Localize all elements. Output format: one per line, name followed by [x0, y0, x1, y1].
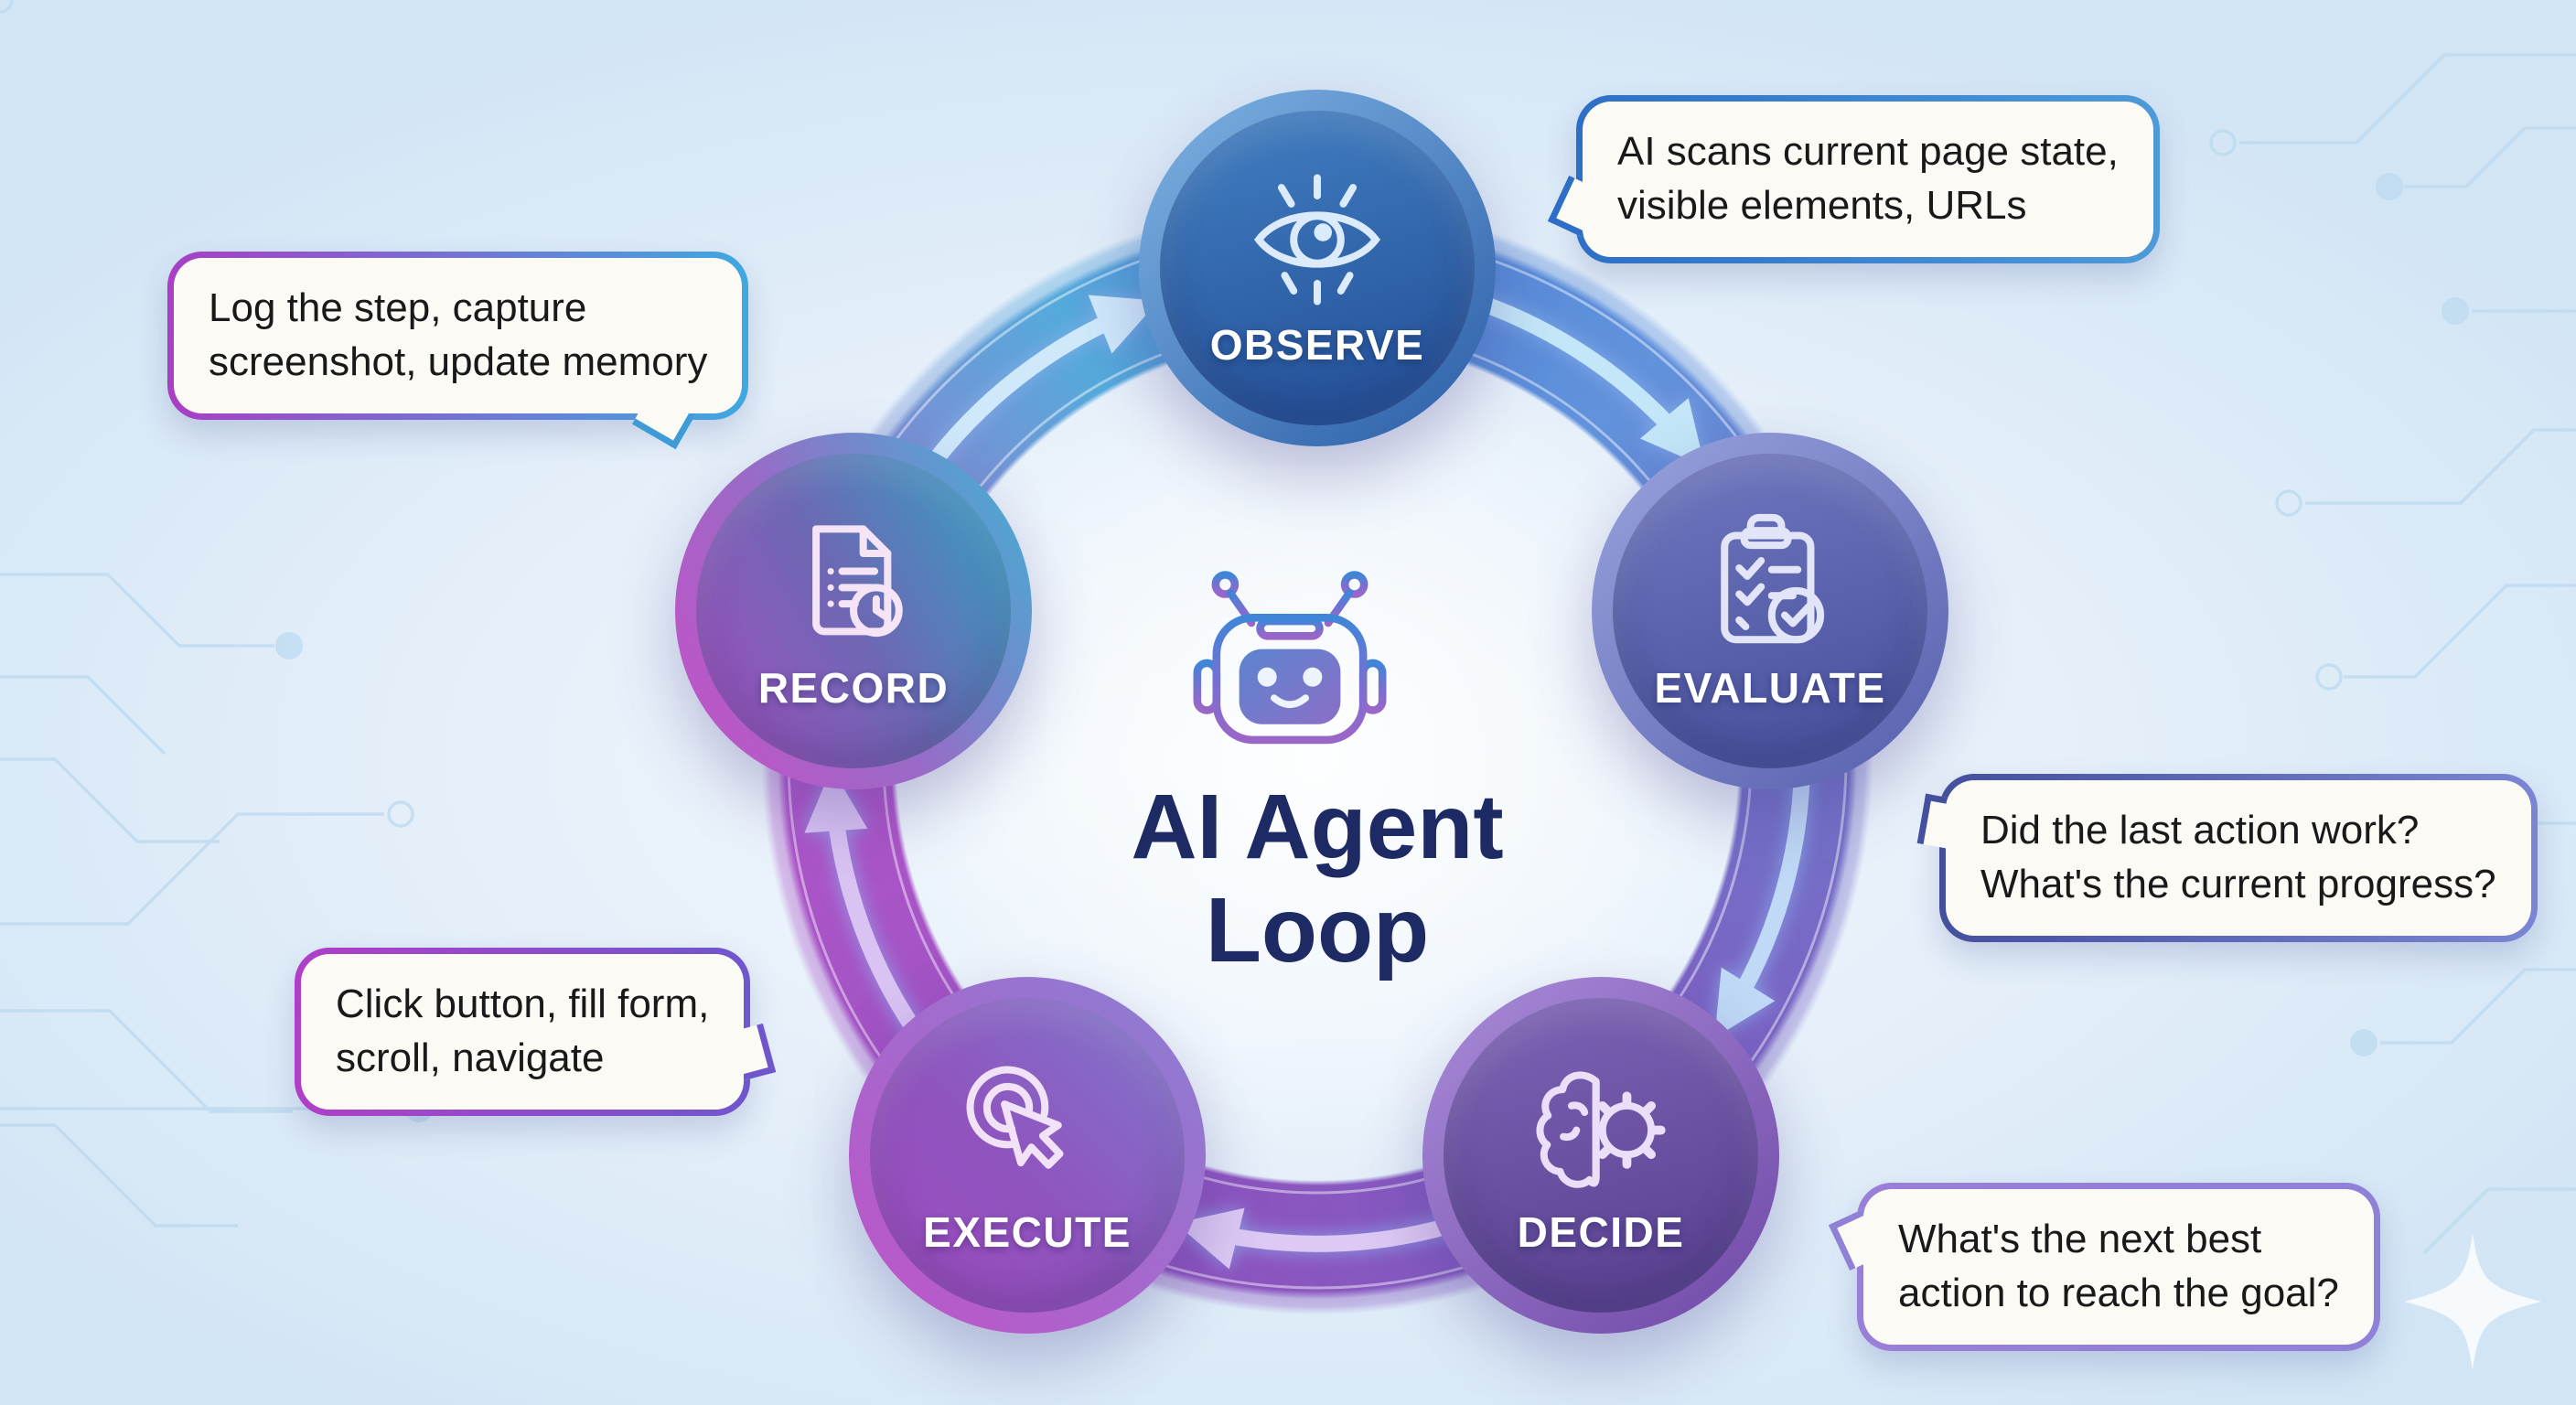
node-label-observe: OBSERVE — [1209, 321, 1425, 369]
callout-execute: Click button, fill form, scroll, navigat… — [295, 948, 777, 1116]
callout-execute-line2: scroll, navigate — [336, 1035, 605, 1080]
callout-observe: AI scans current page state, visible ele… — [1547, 95, 2160, 263]
node-record: RECORD — [675, 433, 1032, 789]
callout-evaluate: Did the last action work? What's the cur… — [1916, 774, 2538, 942]
document-clock-icon — [812, 525, 903, 638]
diagram-title: AI Agent Loop — [951, 776, 1683, 982]
callout-record-line2: screenshot, update memory — [209, 338, 708, 384]
clipboard-check-icon — [1721, 513, 1825, 644]
callout-execute-line1: Click button, fill form, — [336, 981, 710, 1026]
node-label-record: RECORD — [757, 664, 950, 712]
callout-decide: What's the next best action to reach the… — [1828, 1183, 2380, 1351]
node-evaluate: EVALUATE — [1592, 433, 1948, 789]
diagram-title-line1: AI Agent — [1131, 776, 1504, 878]
brain-gear-icon — [1536, 1071, 1666, 1188]
callout-decide-line1: What's the next best — [1898, 1217, 2262, 1261]
node-decide: DECIDE — [1422, 977, 1779, 1334]
callout-record: Log the step, capture screenshot, update… — [167, 252, 749, 449]
callout-observe-line1: AI scans current page state, — [1617, 129, 2119, 174]
callout-evaluate-line2: What's the current progress? — [1980, 861, 2496, 906]
node-label-execute: EXECUTE — [923, 1208, 1132, 1256]
eye-icon — [1253, 174, 1381, 306]
callout-record-line1: Log the step, capture — [209, 285, 587, 330]
sparkle-icon — [2404, 1233, 2541, 1370]
robot-icon — [1193, 571, 1387, 745]
node-execute: EXECUTE — [849, 977, 1206, 1334]
callout-observe-line2: visible elements, URLs — [1617, 182, 2027, 228]
callout-evaluate-line1: Did the last action work? — [1980, 808, 2420, 853]
node-label-evaluate: EVALUATE — [1654, 664, 1886, 712]
callout-decide-line2: action to reach the goal? — [1898, 1270, 2339, 1315]
cursor-click-icon — [966, 1066, 1064, 1169]
diagram-title-line2: Loop — [1205, 879, 1430, 981]
node-observe: OBSERVE — [1139, 90, 1496, 446]
node-label-decide: DECIDE — [1517, 1208, 1685, 1256]
